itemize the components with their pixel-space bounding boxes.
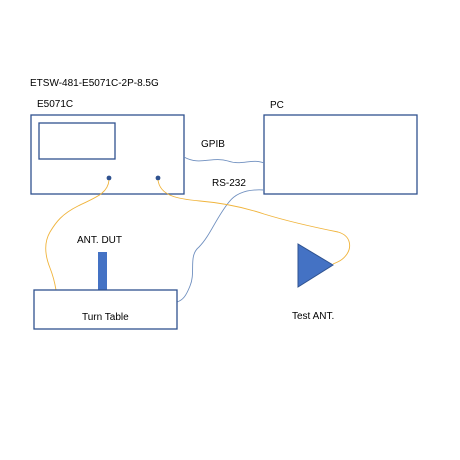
rs232-cable xyxy=(176,189,265,303)
test-ant-label: Test ANT. xyxy=(292,311,334,322)
dut-antenna xyxy=(98,252,107,290)
pc-box xyxy=(263,114,418,195)
rf-cable-port1 xyxy=(45,179,110,291)
gpib-cable xyxy=(183,156,265,164)
turn-table-box xyxy=(33,289,178,330)
analyzer-screen xyxy=(38,122,116,160)
analyzer-port-2 xyxy=(155,175,161,181)
turn-table-label: Turn Table xyxy=(82,312,129,323)
test-antenna-icon xyxy=(297,243,334,288)
rf-cable-port2 xyxy=(157,179,351,265)
ant-dut-label: ANT. DUT xyxy=(77,235,122,246)
analyzer-port-1 xyxy=(106,175,112,181)
rs232-label: RS-232 xyxy=(212,178,246,189)
gpib-label: GPIB xyxy=(201,139,225,150)
pc-label: PC xyxy=(270,100,284,111)
setup-title: ETSW-481-E5071C-2P-8.5G xyxy=(30,78,159,89)
analyzer-label: E5071C xyxy=(37,99,73,110)
